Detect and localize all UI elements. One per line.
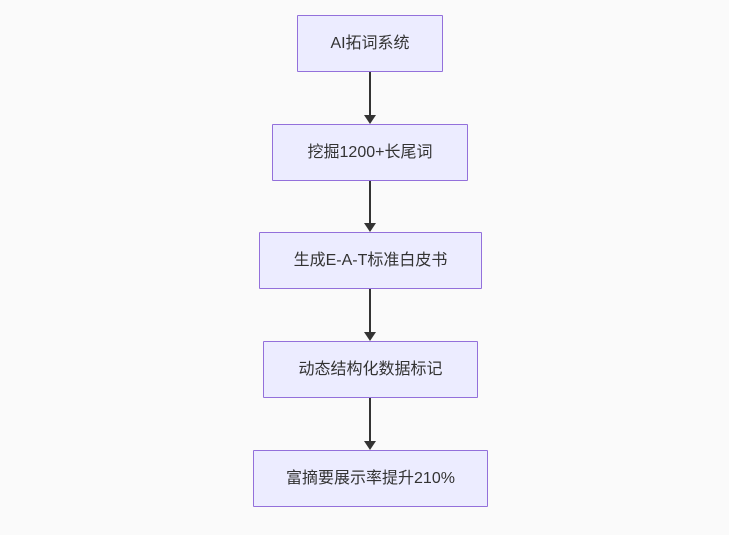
arrow-line — [369, 72, 371, 115]
flowchart-node-structured-data: 动态结构化数据标记 — [263, 341, 478, 398]
flowchart-edge-4 — [362, 398, 378, 450]
arrow-down-icon — [364, 115, 376, 124]
flowchart-edge-3 — [362, 289, 378, 341]
node-label: 动态结构化数据标记 — [298, 360, 443, 378]
arrow-down-icon — [364, 441, 376, 450]
arrow-down-icon — [364, 223, 376, 232]
flowchart-node-ai-system: AI拓词系统 — [297, 15, 443, 72]
node-label: AI拓词系统 — [330, 34, 410, 52]
arrow-down-icon — [364, 332, 376, 341]
arrow-line — [369, 398, 371, 441]
flowchart-edge-1 — [362, 72, 378, 124]
arrow-line — [369, 181, 371, 223]
node-label: 挖掘1200+长尾词 — [307, 143, 433, 161]
flowchart-node-eat-whitepaper: 生成E-A-T标准白皮书 — [259, 232, 482, 289]
flowchart-node-rich-snippet-result: 富摘要展示率提升210% — [253, 450, 488, 507]
node-label: 生成E-A-T标准白皮书 — [293, 251, 448, 269]
flowchart-edge-2 — [362, 181, 378, 232]
arrow-line — [369, 289, 371, 332]
flowchart-node-longtail-keywords: 挖掘1200+长尾词 — [272, 124, 468, 181]
node-label: 富摘要展示率提升210% — [286, 469, 455, 487]
